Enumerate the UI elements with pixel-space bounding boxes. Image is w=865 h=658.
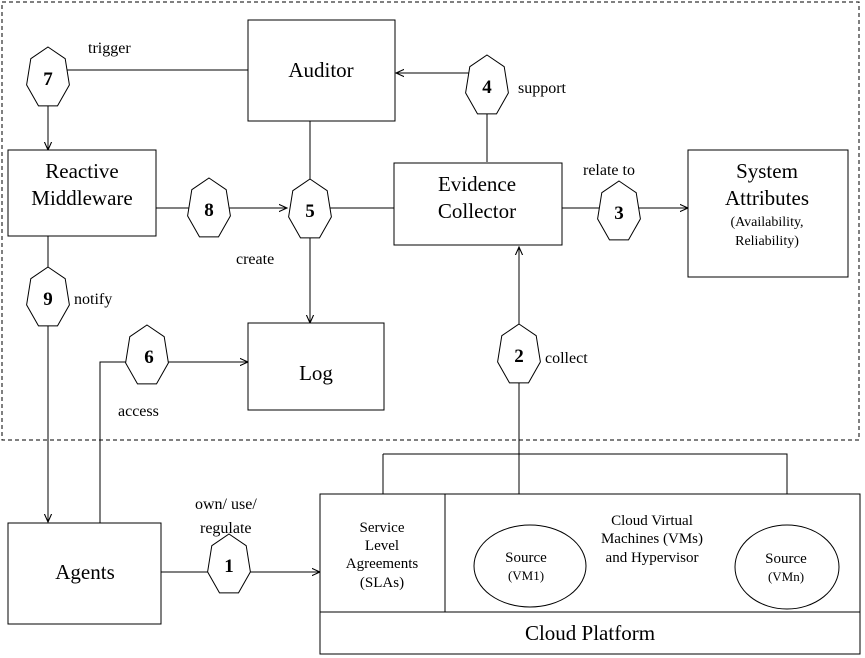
step-3-marker bbox=[597, 180, 641, 241]
evidence-collector-label-1: Evidence bbox=[438, 172, 516, 196]
own-use-regulate-label-1: own/ use/ bbox=[195, 496, 257, 513]
system-attributes-box bbox=[687, 149, 849, 278]
cloud-vms-label-1: Cloud Virtual bbox=[611, 513, 693, 529]
source-vm1-ellipse bbox=[473, 524, 587, 608]
support-label: support bbox=[518, 80, 567, 97]
trigger-arrow bbox=[48, 69, 248, 150]
vm-bus-line bbox=[518, 453, 788, 525]
cloud-vms-label-2: Machines (VMs) bbox=[601, 531, 703, 547]
auditor-box bbox=[247, 19, 396, 122]
create-label: create bbox=[236, 251, 274, 268]
slas-label-1: Service bbox=[360, 520, 405, 536]
cloud-vms-label-3: and Hypervisor bbox=[606, 550, 699, 566]
notify-label: notify bbox=[74, 291, 112, 308]
step-5-marker bbox=[288, 178, 332, 239]
step-5-label: 5 bbox=[305, 201, 315, 222]
system-attributes-label-1: System bbox=[736, 159, 798, 183]
step-7-marker bbox=[26, 46, 70, 107]
step-7-label: 7 bbox=[43, 69, 53, 90]
agents-label: Agents bbox=[55, 560, 115, 584]
step-9-label: 9 bbox=[43, 289, 53, 310]
step-6-marker bbox=[125, 324, 169, 385]
system-boundary bbox=[1, 1, 860, 441]
slas-label-4: (SLAs) bbox=[360, 575, 404, 591]
reactive-middleware-label-2: Middleware bbox=[31, 186, 132, 210]
source-vmn-label-1: Source bbox=[765, 551, 807, 567]
evidence-collector-label-2: Collector bbox=[438, 199, 516, 223]
slas-label-3: Agreements bbox=[346, 556, 419, 572]
evidence-collector-box bbox=[393, 162, 563, 246]
step-6-label: 6 bbox=[144, 347, 154, 368]
agents-box bbox=[7, 522, 162, 625]
reactive-middleware-label-1: Reactive bbox=[45, 159, 118, 183]
own-use-regulate-label-2: regulate bbox=[200, 520, 252, 537]
log-box bbox=[247, 322, 385, 411]
source-vm1-label-2: (VM1) bbox=[508, 568, 544, 583]
slas-label-2: Level bbox=[365, 538, 399, 554]
step-8-marker bbox=[187, 177, 231, 238]
step-1-marker bbox=[207, 533, 251, 594]
step-9-marker bbox=[26, 266, 70, 327]
step-3-label: 3 bbox=[614, 203, 624, 224]
log-label: Log bbox=[299, 361, 333, 385]
step-2-marker bbox=[497, 323, 541, 384]
system-attributes-detail-2: Reliability) bbox=[735, 234, 799, 249]
relate-to-label: relate to bbox=[583, 162, 635, 179]
step-1-label: 1 bbox=[224, 556, 234, 577]
step-markers bbox=[26, 46, 641, 594]
access-arrow bbox=[99, 362, 248, 523]
system-attributes-label-2: Attributes bbox=[725, 186, 809, 210]
collect-label: collect bbox=[545, 350, 588, 367]
step-4-label: 4 bbox=[482, 77, 492, 98]
reactive-middleware-box bbox=[7, 149, 157, 237]
step-4-marker bbox=[465, 54, 509, 115]
source-vmn-label-2: (VMn) bbox=[768, 569, 804, 584]
step-8-label: 8 bbox=[204, 200, 214, 221]
trigger-label: trigger bbox=[88, 40, 131, 57]
step-2-label: 2 bbox=[514, 346, 524, 367]
system-attributes-detail-1: (Availability, bbox=[730, 215, 803, 230]
source-vmn-ellipse bbox=[734, 524, 840, 610]
source-vm1-label-1: Source bbox=[505, 550, 547, 566]
cloud-platform-label: Cloud Platform bbox=[525, 621, 655, 645]
access-label: access bbox=[118, 403, 159, 420]
auditor-label: Auditor bbox=[288, 58, 353, 82]
